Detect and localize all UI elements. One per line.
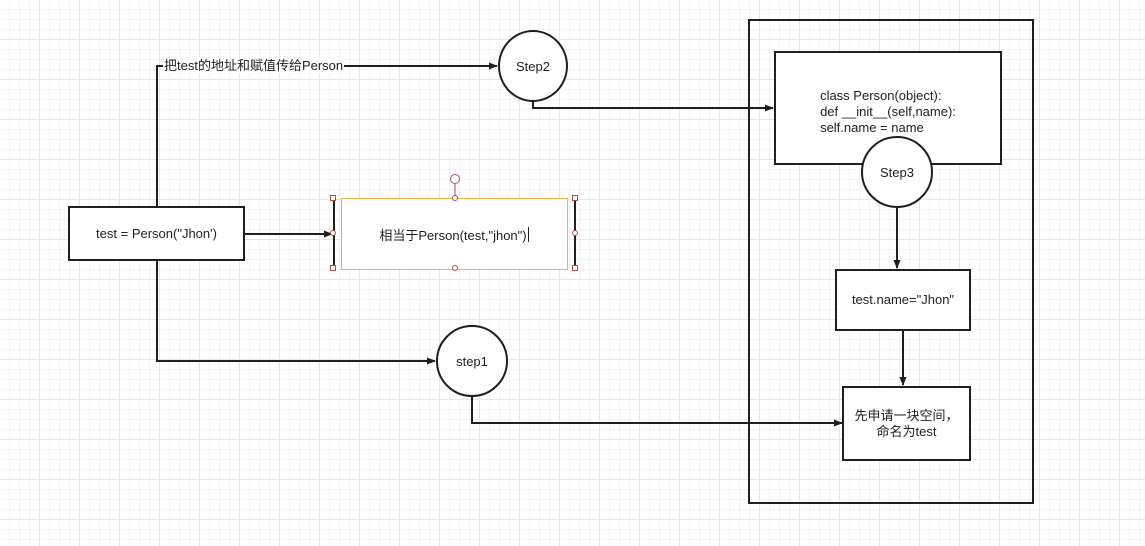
node-equivalent[interactable]: 相当于Person(test,"jhon") (341, 198, 568, 270)
resize-handle-top-left[interactable] (330, 195, 336, 201)
node-class-def-label: class Person(object): def __init__(self,… (820, 88, 956, 135)
connect-handle-left[interactable] (330, 230, 336, 236)
node-test-assign-label: test = Person("Jhon') (96, 225, 217, 241)
rotate-handle[interactable] (450, 174, 460, 184)
node-alloc-label: 先申请一块空间， 命名为test (854, 407, 959, 439)
node-alloc[interactable]: 先申请一块空间， 命名为test (842, 386, 971, 461)
node-test-name[interactable]: test.name="Jhon" (835, 269, 971, 331)
node-test-name-label: test.name="Jhon" (851, 292, 955, 307)
edge-test-to-step1[interactable] (156, 260, 436, 365)
node-step1[interactable]: step1 (436, 325, 508, 397)
node-step3[interactable]: Step3 (861, 136, 933, 208)
connect-handle-bottom[interactable] (452, 265, 458, 271)
node-step2[interactable]: Step2 (498, 30, 568, 102)
edge-step1-to-alloc[interactable] (471, 396, 843, 427)
connect-handle-right[interactable] (572, 230, 578, 236)
node-test-assign[interactable]: test = Person("Jhon') (68, 206, 245, 261)
resize-handle-top-right[interactable] (572, 195, 578, 201)
connect-handle-top[interactable] (452, 195, 458, 201)
node-step1-label: step1 (456, 353, 488, 369)
edge-test-to-step2[interactable] (156, 62, 498, 206)
node-step3-label: Step3 (880, 164, 914, 180)
text-caret (527, 226, 529, 242)
node-step2-label: Step2 (516, 58, 550, 74)
resize-handle-bottom-left[interactable] (330, 265, 336, 271)
container-frame[interactable] (748, 19, 1034, 504)
edge-label-pass-address: 把test的地址和赋值传给Person (163, 58, 345, 74)
edge-step2-to-class[interactable] (532, 101, 774, 112)
resize-handle-bottom-right[interactable] (572, 265, 578, 271)
node-equivalent-label: 相当于Person(test,"jhon") (379, 227, 527, 243)
